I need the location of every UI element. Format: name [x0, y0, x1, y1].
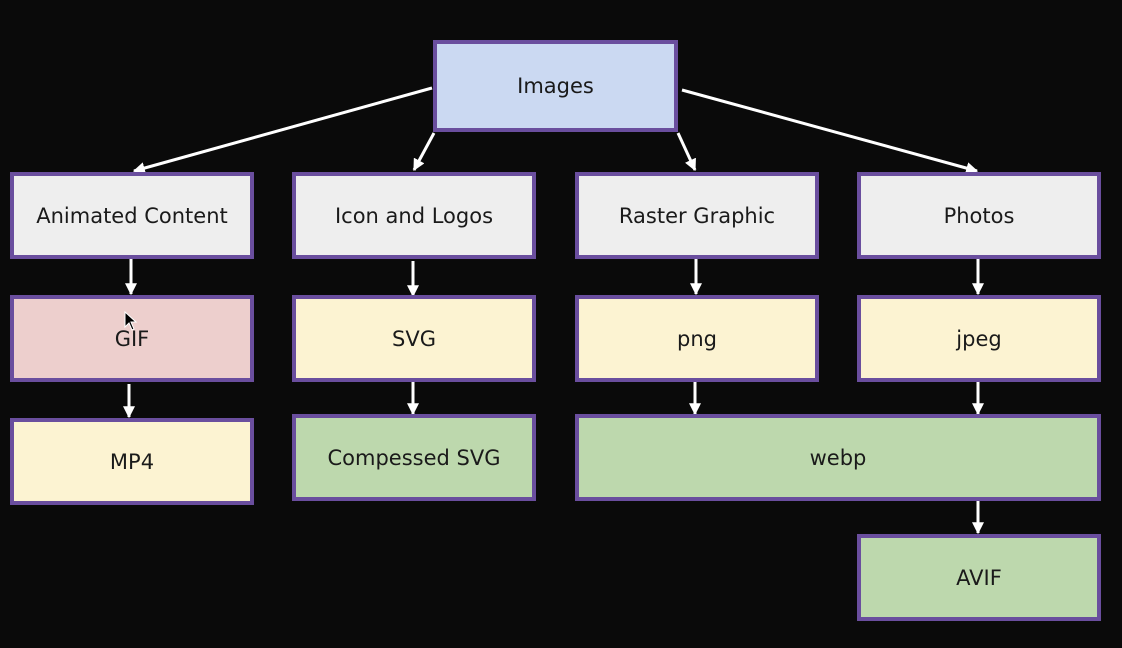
- node-avif: AVIF: [857, 534, 1101, 621]
- node-photos: Photos: [857, 172, 1101, 259]
- node-mp4: MP4: [10, 418, 254, 505]
- arrow-images-to-raster: [676, 132, 697, 172]
- arrow-images-to-icons: [412, 132, 436, 172]
- node-raster-graphic: Raster Graphic: [575, 172, 819, 259]
- node-jpeg: jpeg: [857, 295, 1101, 382]
- node-animated-content: Animated Content: [10, 172, 254, 259]
- node-compressed-svg: Compessed SVG: [292, 414, 536, 501]
- node-webp: webp: [575, 414, 1101, 501]
- node-icon-and-logos: Icon and Logos: [292, 172, 536, 259]
- arrow-images-to-photos: [681, 88, 979, 174]
- mouse-cursor-icon: [124, 311, 138, 331]
- arrow-images-to-animated: [132, 86, 433, 174]
- node-png: png: [575, 295, 819, 382]
- node-svg: SVG: [292, 295, 536, 382]
- node-images: Images: [433, 40, 678, 132]
- node-gif: GIF: [10, 295, 254, 382]
